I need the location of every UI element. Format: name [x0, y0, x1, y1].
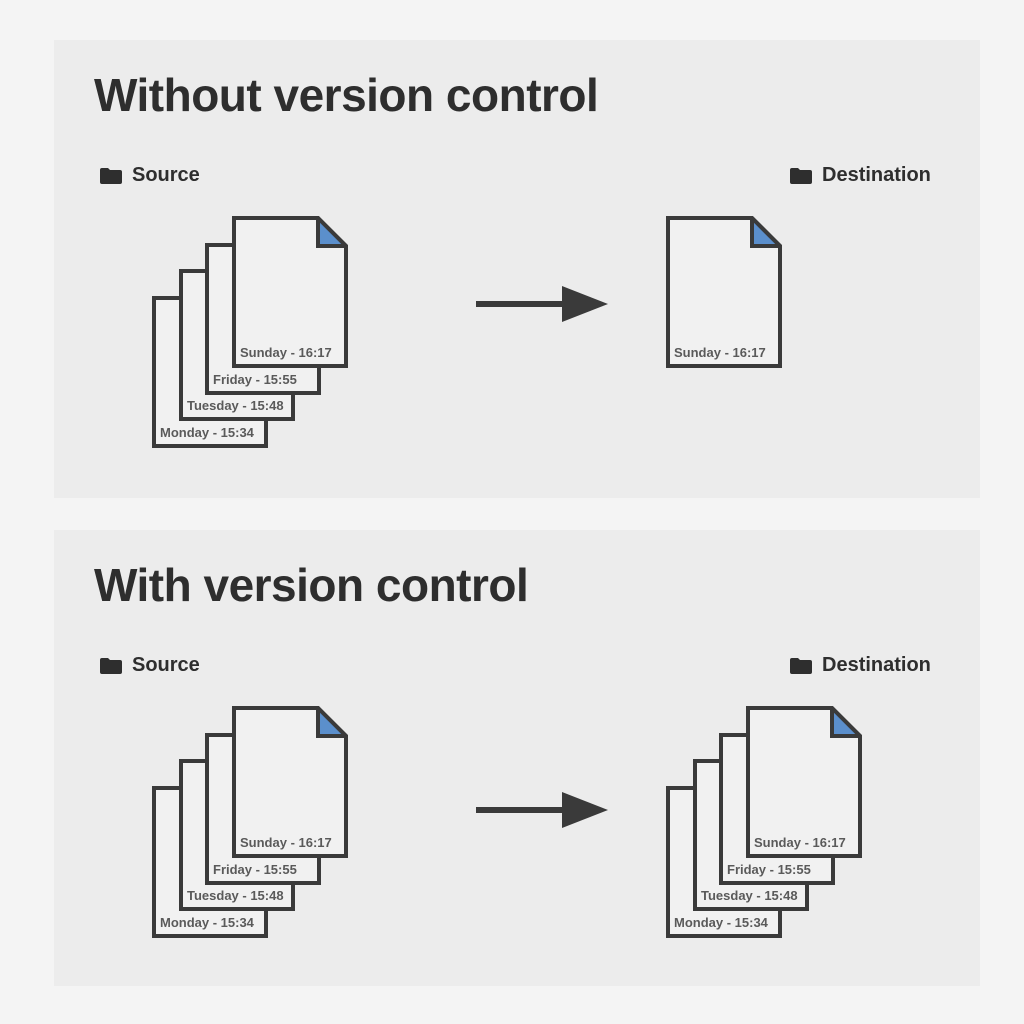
folder-icon: [790, 167, 812, 184]
source-folder-label: Source: [100, 654, 200, 677]
file-version-label: Sunday - 16:17: [674, 345, 766, 360]
folder-icon: [100, 657, 122, 674]
source-label: Source: [132, 654, 200, 676]
source-folder-label: Source: [100, 164, 200, 187]
section-without-version-control: Without version control Source Destinati…: [54, 40, 980, 498]
file-version-label: Tuesday - 15:48: [701, 888, 798, 903]
file-version-label: Monday - 15:34: [160, 915, 254, 930]
folder-icon: [790, 657, 812, 674]
file-version-label: Sunday - 16:17: [754, 835, 846, 850]
arrow-right-icon: [476, 792, 608, 828]
file-version-label: Friday - 15:55: [213, 862, 297, 877]
section-title: Without version control: [94, 69, 599, 121]
destination-label: Destination: [822, 164, 931, 186]
folder-icon: [100, 167, 122, 184]
section-with-version-control: With version control Source Destination …: [54, 530, 980, 986]
section-title: With version control: [94, 559, 529, 611]
file-version-label: Friday - 15:55: [727, 862, 811, 877]
file-version-label: Friday - 15:55: [213, 372, 297, 387]
file-version-label: Tuesday - 15:48: [187, 398, 284, 413]
document-icon: Sunday - 16:17: [232, 706, 348, 858]
arrow-right-icon: [476, 286, 608, 322]
destination-folder-label: Destination: [790, 654, 931, 677]
file-version-label: Monday - 15:34: [674, 915, 768, 930]
source-label: Source: [132, 164, 200, 186]
file-version-label: Sunday - 16:17: [240, 345, 332, 360]
document-icon: Sunday - 16:17: [746, 706, 862, 858]
document-icon: Sunday - 16:17: [666, 216, 782, 368]
file-version-label: Monday - 15:34: [160, 425, 254, 440]
file-version-label: Sunday - 16:17: [240, 835, 332, 850]
destination-label: Destination: [822, 654, 931, 676]
destination-folder-label: Destination: [790, 164, 931, 187]
document-icon: Sunday - 16:17: [232, 216, 348, 368]
file-version-label: Tuesday - 15:48: [187, 888, 284, 903]
